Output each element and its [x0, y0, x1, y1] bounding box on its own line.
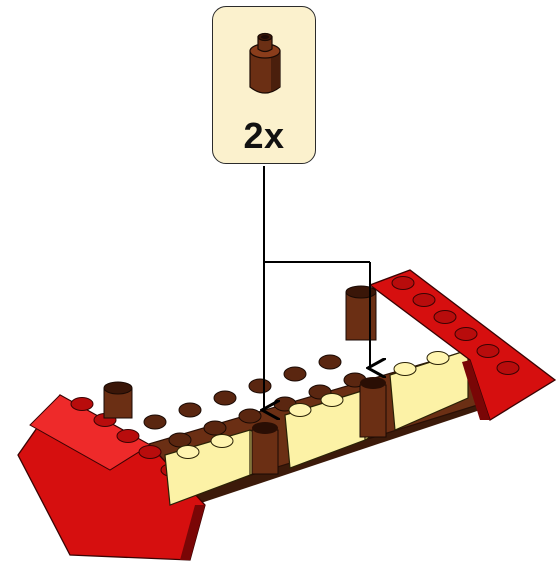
right-red-slope: [368, 269, 557, 421]
target-column-right: [359, 377, 387, 438]
tall-round-brick: [345, 285, 377, 341]
target-column-left: [251, 422, 279, 475]
quantity-label: 2x: [243, 115, 285, 156]
left-round-brick: [103, 381, 133, 419]
yellow-brick-right: [389, 349, 469, 431]
brown-round-brick-1x1-icon: [249, 32, 281, 94]
placement-arrows: [264, 166, 370, 410]
parts-callout: 2x: [212, 6, 316, 164]
